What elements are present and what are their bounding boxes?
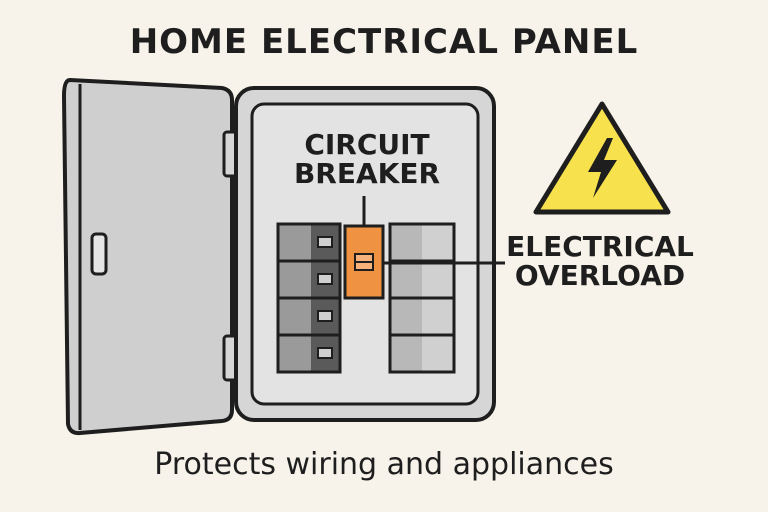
door-handle bbox=[90, 232, 108, 276]
electrical-overload-label: ELECTRICAL OVERLOAD bbox=[506, 230, 694, 293]
panel-door bbox=[61, 77, 234, 436]
breaker-column-left bbox=[276, 222, 342, 374]
circuit-breaker-label: CIRCUIT BREAKER bbox=[293, 128, 441, 191]
breaker-column-right bbox=[388, 222, 456, 374]
high-voltage-warning-icon bbox=[533, 101, 671, 215]
tripped-circuit-breaker bbox=[343, 224, 385, 300]
diagram-caption: Protects wiring and appliances bbox=[154, 447, 614, 482]
diagram-title: HOME ELECTRICAL PANEL bbox=[129, 22, 639, 62]
